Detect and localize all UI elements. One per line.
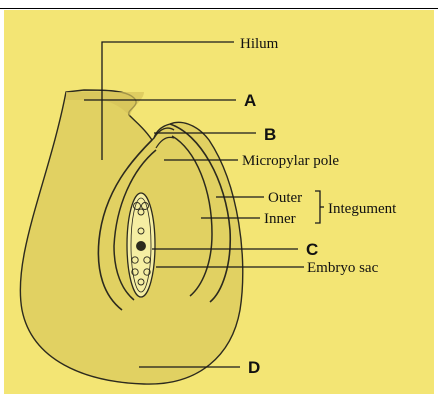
hilum-label: Hilum <box>240 36 279 52</box>
micropylar-pole-label: Micropylar pole <box>242 153 339 169</box>
a-label: A <box>244 91 256 110</box>
integument-label: Integument <box>328 201 397 217</box>
b-label: B <box>264 125 276 144</box>
inner-label: Inner <box>264 211 296 227</box>
embryo-sac-label: Embryo sac <box>307 260 379 276</box>
outer-label: Outer <box>268 190 302 206</box>
c-label: C <box>306 240 318 259</box>
top-rule <box>0 0 438 9</box>
ovule-diagram: Hilum A B Micropylar pole Outer Inner In… <box>4 10 434 394</box>
d-label: D <box>248 358 260 377</box>
integument-bracket <box>315 191 320 223</box>
diagram-panel: Hilum A B Micropylar pole Outer Inner In… <box>4 10 434 394</box>
